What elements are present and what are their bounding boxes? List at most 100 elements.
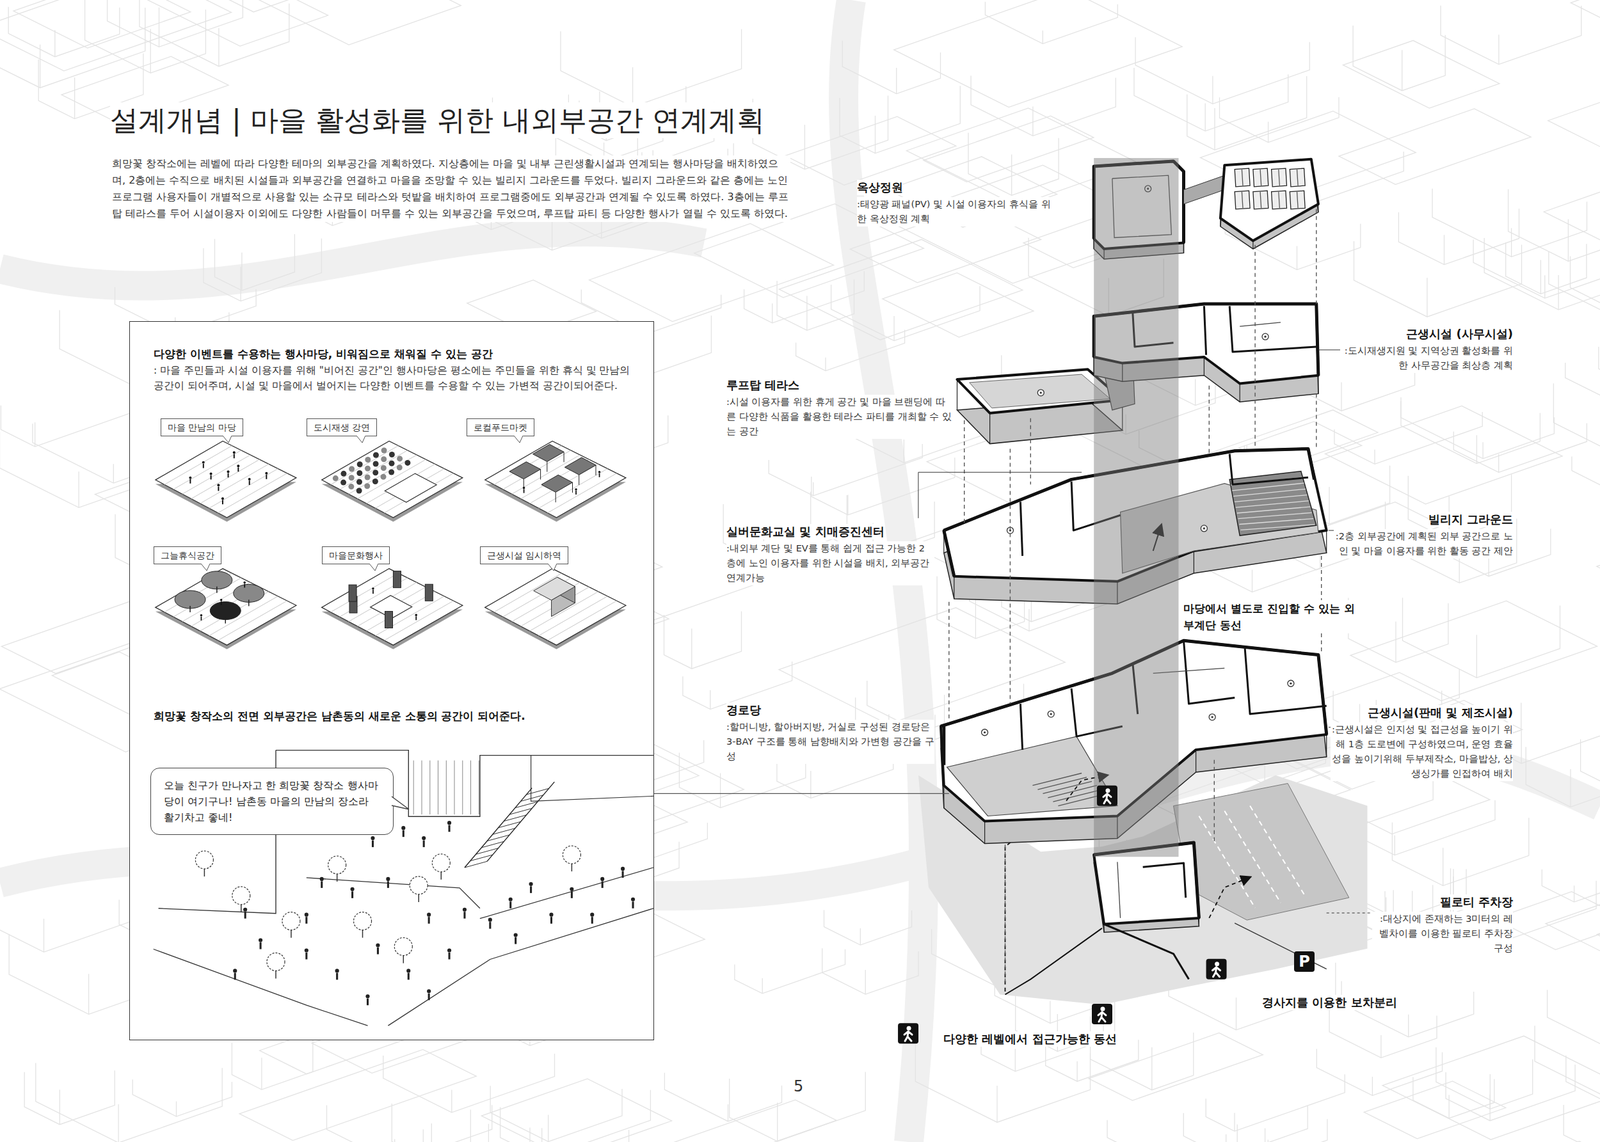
- slab-stripe: [209, 596, 279, 637]
- ground-edge: [480, 867, 654, 920]
- callout-title: 근생시설 (사무시설): [1406, 326, 1513, 342]
- person-body: [428, 993, 431, 1001]
- person-head: [401, 826, 406, 831]
- map-block-wall: [1505, 242, 1587, 294]
- slab-stripe: [182, 455, 251, 495]
- icon-figure: [1212, 967, 1221, 978]
- stair-step: [476, 848, 499, 856]
- person-body: [305, 917, 308, 925]
- slab-stripe: [366, 592, 436, 632]
- person-head: [350, 887, 354, 892]
- slab-top: [155, 568, 297, 646]
- map-block: [1350, 600, 1598, 701]
- map-block-wall: [1484, 238, 1600, 310]
- map-block-edge: [74, 77, 75, 119]
- map-block-wall: [796, 329, 905, 371]
- pv-panel: [1234, 168, 1250, 187]
- tag-text: 로컬푸드마켓: [473, 421, 528, 434]
- tail-fill: [355, 435, 367, 443]
- umbrella: [233, 584, 265, 603]
- map-block-edge: [1568, 219, 1569, 262]
- truck-top: [533, 577, 576, 601]
- glass-mullion: [429, 760, 431, 816]
- tag-box: 마을 만남의 마당: [160, 418, 244, 437]
- map-block-wall: [1525, 746, 1600, 808]
- person-head: [375, 943, 380, 948]
- stair-step: [464, 861, 488, 868]
- map-block-wall: [1565, 353, 1600, 399]
- audience-seat: [340, 480, 347, 486]
- map-block-edge: [1194, 379, 1196, 406]
- map-block-wall: [327, 1105, 493, 1142]
- stair-rail: [464, 788, 532, 868]
- map-block-edge: [241, 252, 242, 291]
- map-block: [1545, 865, 1600, 972]
- map-block-wall: [1134, 67, 1289, 132]
- person-body: [550, 917, 553, 925]
- person-body: [244, 912, 247, 920]
- map-block-wall: [1183, 1105, 1308, 1142]
- audience-seat: [396, 455, 403, 462]
- tail-fill: [547, 563, 558, 571]
- map-block-wall: [1566, 1056, 1600, 1120]
- person-body: [463, 912, 466, 920]
- person-head: [522, 487, 526, 490]
- slab-edge: [953, 576, 955, 600]
- map-block-wall: [1553, 383, 1600, 458]
- map-block-edge: [632, 67, 633, 107]
- event-slab: [485, 441, 626, 523]
- audience-seat: [396, 464, 403, 471]
- map-block-wall: [1135, 37, 1310, 104]
- map-block-wall: [1205, 1074, 1345, 1132]
- map-block-edge: [43, 919, 45, 953]
- map-block: [1382, 1036, 1600, 1140]
- map-block-edge: [88, 974, 89, 1015]
- map-block-wall: [560, 29, 742, 107]
- map-block-wall: [831, 284, 981, 342]
- person-body: [599, 473, 601, 478]
- person-body: [366, 999, 369, 1007]
- slab-stripe: [200, 464, 269, 504]
- person-head: [188, 476, 192, 480]
- slab-top: [485, 568, 626, 646]
- person-head: [320, 877, 324, 882]
- tag-text: 도시재생 강연: [313, 421, 370, 434]
- person-head: [385, 877, 390, 882]
- slab-edge: [943, 785, 944, 809]
- umbrella-pole: [248, 599, 250, 607]
- tail-fill: [513, 435, 524, 443]
- person-head: [200, 614, 203, 617]
- map-block: [1548, 74, 1600, 170]
- map-block-wall: [1400, 397, 1540, 464]
- person-head: [426, 913, 431, 918]
- roof-bridge: [1184, 175, 1225, 205]
- slab-edge: [1203, 357, 1205, 376]
- tag-box: 로컬푸드마켓: [466, 418, 535, 437]
- audience-seat: [356, 470, 363, 477]
- wall: [1020, 704, 1023, 751]
- map-block-wall: [1398, 208, 1519, 265]
- plan-line: [1239, 519, 1314, 525]
- map-block-edge: [1235, 997, 1237, 1031]
- map-block-wall: [488, 1124, 629, 1142]
- ground-edge: [306, 878, 480, 909]
- map-block-edge: [1544, 275, 1545, 299]
- person-body: [305, 952, 308, 960]
- room-marker-dot: [1040, 391, 1042, 394]
- map-block-wall: [1580, 739, 1600, 801]
- person-body: [514, 937, 517, 945]
- map-block-wall: [768, 444, 923, 496]
- pedestrian-icon: [1096, 785, 1118, 807]
- panel-heading: 다양한 이벤트를 수용하는 행사마당, 비워짐으로 채워질 수 있는 공간: [153, 346, 647, 362]
- audience-seat: [389, 451, 395, 458]
- person-body: [265, 474, 267, 480]
- map-block-wall: [1400, 401, 1555, 459]
- map-block-edge: [1042, 30, 1044, 45]
- callout-title: 다양한 레벨에서 접근가능한 동선: [943, 1031, 1117, 1048]
- person-head: [426, 989, 431, 994]
- person-head: [631, 897, 635, 902]
- person-head: [569, 887, 574, 892]
- map-block-edge: [431, 1123, 432, 1142]
- tail-line: [369, 563, 379, 571]
- wall: [1005, 928, 1103, 996]
